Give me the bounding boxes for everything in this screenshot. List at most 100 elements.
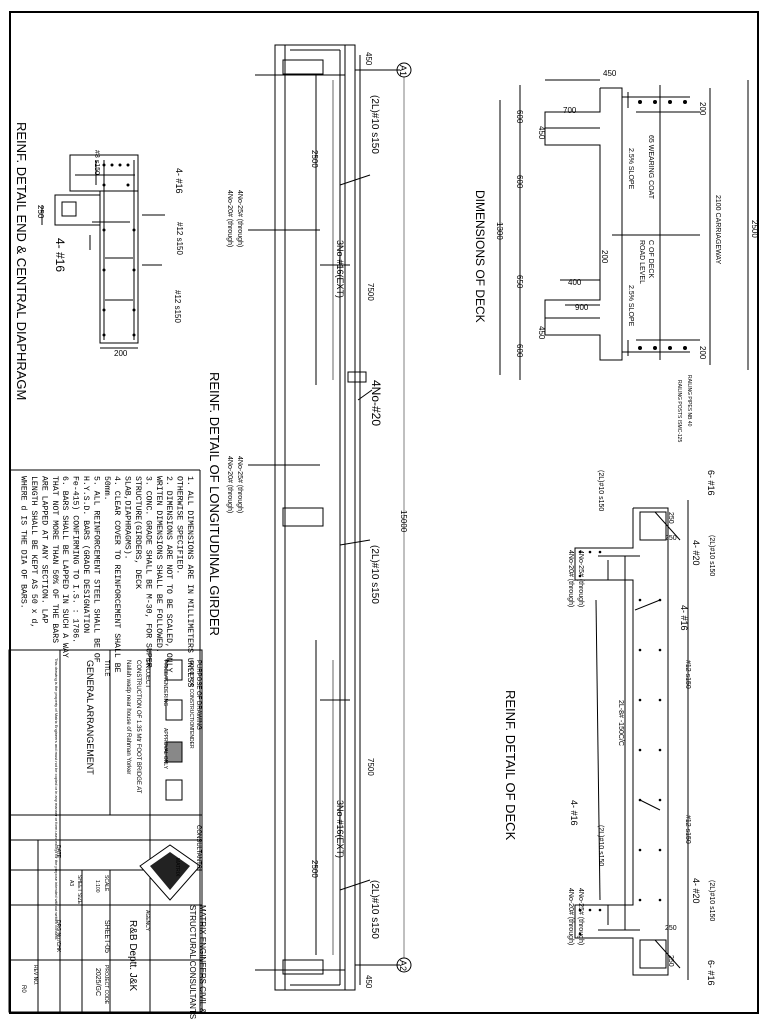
deck-reinf-7: 4- #16 [679, 605, 689, 631]
deck-reinf-12: (2L)#10 s150 [597, 825, 604, 866]
tb-code-header: PROJECT CODE [103, 965, 109, 1005]
girder-through-4: 4No-20# (through) [226, 456, 233, 513]
deck-dim-900: 900 [575, 303, 589, 312]
deck-carriageway: 2100 CARRIAGEWAY [714, 195, 721, 265]
note-line: 2. DIMENSIONS ARE NOT TO BE SCALED, ONLY [164, 476, 173, 673]
deck-reinf-16: 4No-20# (through) [567, 888, 574, 945]
girder-n20: 4No-#20 [369, 380, 383, 426]
girder-ext-2: 3No-#16(EXT) [335, 800, 345, 858]
deck-reinf-18: 250 [667, 512, 674, 524]
diaphragm-label-2: 4- #16 [174, 168, 184, 194]
drawing-sheet [9, 11, 759, 1014]
note-line: LENGTH SHALL BE KEPT AS 50 x d, [29, 476, 39, 628]
deck-dim-600: 600 [515, 175, 524, 189]
tb-project: CONSTRUCTION OF 1.35 Mtr FOOT BRIDGE AT [135, 660, 141, 794]
girder-stirrup-3: (2L)#10 s150 [369, 880, 380, 939]
diaphragm-bar-dots [102, 163, 136, 337]
note-line: 1. ALL DIMENSIONS ARE IN MILLIMETERS UNL… [185, 476, 194, 687]
note-line: 6. BARS SHALL BE LAPPED IN SUCH A WAY [60, 476, 69, 658]
deck-slope-2: 2.5% SLOPE [627, 285, 634, 327]
deck-reinf-13: 4- #20 [691, 878, 701, 904]
girder-dim-2500b: 2500 [310, 860, 319, 878]
deck-wearing-coat: 65 WEARING COAT [647, 135, 654, 200]
diaphragm-label-4: #12 s150 [173, 290, 182, 323]
deck-reinf-4: 4- #20 [691, 540, 701, 566]
deck-reinforcement-drawing [574, 500, 689, 980]
tb-copyright: This drawing is the property of Matrix E… [54, 658, 59, 940]
deck-dim-600b: 600 [515, 344, 524, 358]
tb-purpose: PURPOSE OF DRAWING [195, 660, 201, 730]
deck-dim-400: 400 [568, 278, 582, 287]
deck-dim-200b: 200 [698, 102, 707, 116]
girder-axis-markers [396, 62, 412, 973]
tb-agency-header: AGENCY [144, 910, 150, 932]
deck-reinf-5: 4No-25# (through) [577, 550, 584, 607]
tb-project-header: PROJECT [144, 660, 150, 688]
note-line: 3. CONC. GRADE SHALL BE M-30, FOR SUPER [143, 476, 152, 668]
matrix-logo [139, 844, 201, 901]
tb-code: 2025/GC [94, 968, 101, 996]
deck-reinf-17: 6- #16 [706, 960, 716, 986]
deck-reinf-1: 6- #16 [706, 470, 716, 496]
tb-date-header: DATE [55, 845, 61, 859]
deck-reinf-3: (2L)#10 s150 [597, 470, 604, 511]
deck-reinf-title: REINF. DETAIL OF DECK [503, 690, 518, 841]
deck-reinf-8: #12 s150 [684, 660, 691, 689]
tb-rev-header: REV NO. [32, 965, 38, 986]
note-line: WHERE d IS THE DIA OF BARS. [19, 476, 29, 609]
diaphragm-title: REINF. DETAIL END & CENTRAL DIAPHRAGM [14, 122, 29, 400]
girder-axis-a1: A1 [398, 65, 408, 76]
title-block [8, 649, 203, 1013]
diaphragm-label-1: #8 s150 [93, 150, 100, 175]
tb-consultants: CONSULTANTS [195, 825, 201, 869]
note-line: 4. CLEAR COVER TO REINFORCEMENT SHALL BE [112, 476, 121, 673]
diaphragm-label-3: #12 s150 [175, 222, 184, 255]
tb-sheet: A3 [68, 880, 74, 886]
tb-pricing: PRICE/TENDERING [162, 660, 168, 706]
deck-reinf-19: 250 [665, 535, 677, 542]
girder-through-2: 4No-20# (through) [226, 190, 233, 247]
tb-sheet-header: SHEET SIZE [76, 875, 82, 905]
deck-slope-1: 2.5% SLOPE [627, 148, 634, 190]
deck-dim-450b: 450 [537, 126, 546, 140]
diaphragm-label-7: 200 [114, 349, 128, 358]
tb-company-1: MATRIX ENGINEERS CIVIL & [198, 905, 207, 1014]
deck-dim-650: 650 [515, 275, 524, 289]
deck-reinf-2: (2L)#10 s150 [708, 535, 715, 576]
deck-reinf-21: 250 [667, 955, 674, 967]
note-line: ARE LAPPED AT ANY SECTION. LAP [39, 476, 48, 623]
notes-block: 1. ALL DIMENSIONS ARE IN MILLIMETERS UNL… [9, 469, 201, 1012]
girder-dim-450a: 450 [364, 52, 373, 66]
girder-dim-7500b: 7500 [366, 758, 375, 776]
girder-through-3: 4No-25# (through) [236, 456, 243, 513]
deck-reinf-11: 4- #16 [569, 800, 579, 826]
deck-dim-600a: 600 [515, 110, 524, 124]
girder-axis-a2: A2 [398, 960, 408, 971]
tb-tender: TENDER [188, 728, 194, 749]
note-line: WRITEN DIMENSIONS SHALL BE FOLLOWED. [154, 476, 163, 653]
deck-reinf-20: 250 [665, 925, 677, 932]
notes-list: 1. ALL DIMENSIONS ARE IN MILLIMETERS UNL… [19, 476, 194, 687]
deck-dim-1300: 1300 [495, 222, 504, 240]
tb-drawn-header: DRG No./CHK [55, 920, 61, 953]
deck-dim-450c: 450 [537, 326, 546, 340]
girder-through-1: 4No-25# (through) [236, 190, 243, 247]
tb-agency: R&B Deptt. J&K [127, 920, 138, 991]
tb-project-2: Nallah wadp near house of Rahman Yorker [125, 660, 131, 774]
girder-detail [248, 44, 400, 991]
note-line: 5. ALL REINFORCEMENT STEEL SHALL BE OF [91, 476, 100, 663]
girder-dim-450b: 450 [364, 975, 373, 989]
deck-centerline: C OF DECK [647, 240, 654, 278]
tb-approval: APPROVAL ONLY [162, 728, 168, 770]
deck-reinf-dots [578, 550, 662, 936]
tb-logo-text: MATRIX [174, 858, 180, 877]
deck-dim-200a: 200 [600, 250, 609, 264]
girder-dim-15000: 15000 [399, 510, 408, 533]
deck-dim-200c: 200 [698, 346, 707, 360]
deck-reinf-6: 4No-20# (through) [567, 550, 574, 607]
deck-road-level: ROAD LEVEL [638, 240, 645, 284]
note-line: OTHERWISE SPECIFIED. [175, 476, 184, 574]
girder-stirrup-2: (2L)#10 s150 [369, 545, 380, 604]
girder-stirrup-1: (2L)#10 s150 [369, 95, 380, 154]
